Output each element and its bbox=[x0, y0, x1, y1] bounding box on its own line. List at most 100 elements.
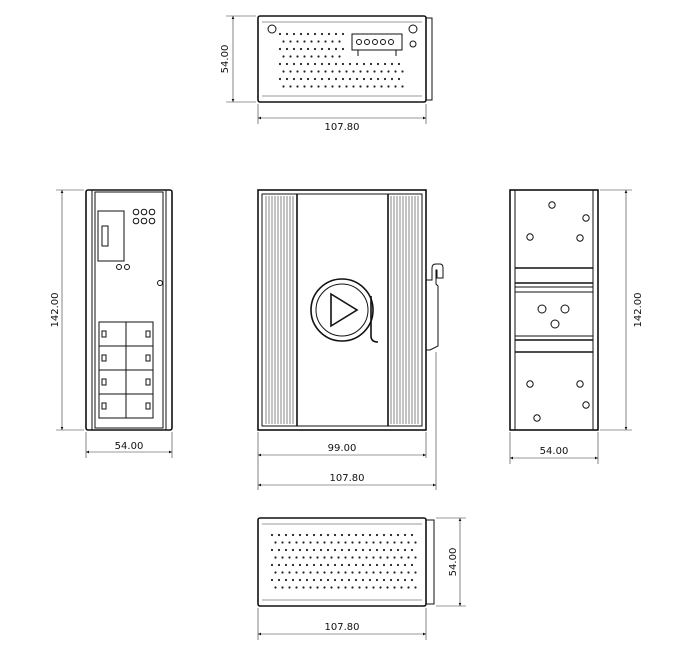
vent-hole bbox=[368, 563, 372, 567]
vent-hole bbox=[397, 77, 401, 81]
vent-hole bbox=[386, 556, 389, 559]
vent-hole bbox=[393, 571, 396, 574]
bottom-view-dimension-width: 107.80 bbox=[257, 608, 427, 640]
vent-hole bbox=[298, 548, 302, 552]
vent-hole bbox=[414, 541, 417, 544]
vent-hole bbox=[291, 563, 295, 567]
left-view: 142.00 54.00 bbox=[50, 189, 173, 458]
vent-hole bbox=[298, 563, 302, 567]
vent-hole bbox=[338, 40, 341, 43]
front-view-dimension-inner: 99.00 bbox=[257, 432, 427, 490]
vent-hole bbox=[351, 571, 354, 574]
vent-hole bbox=[365, 556, 368, 559]
vent-hole bbox=[375, 563, 379, 567]
vent-hole bbox=[312, 533, 316, 537]
vent-hole bbox=[313, 47, 317, 51]
brand-logo bbox=[310, 278, 379, 343]
vent-hole bbox=[333, 548, 337, 552]
vent-hole bbox=[292, 47, 296, 51]
vent-hole bbox=[348, 77, 352, 81]
vent-hole bbox=[389, 578, 393, 582]
vent-hole bbox=[400, 571, 403, 574]
vent-holes bbox=[270, 533, 417, 589]
din-rail bbox=[515, 267, 593, 353]
vent-hole bbox=[400, 541, 403, 544]
vent-hole bbox=[386, 586, 389, 589]
vent-hole bbox=[379, 541, 382, 544]
vent-hole bbox=[338, 55, 341, 58]
vent-hole bbox=[277, 548, 281, 552]
vent-hole bbox=[274, 586, 277, 589]
front-view: 99.00 107.80 bbox=[257, 189, 444, 490]
mounting-screws bbox=[526, 201, 590, 422]
vent-hole bbox=[316, 541, 319, 544]
vent-hole bbox=[313, 32, 317, 36]
left-view-height-label: 142.00 bbox=[50, 293, 61, 328]
vent-hole bbox=[317, 70, 320, 73]
vent-hole bbox=[302, 541, 305, 544]
vent-hole bbox=[366, 70, 369, 73]
vent-hole bbox=[373, 70, 376, 73]
vent-hole bbox=[302, 571, 305, 574]
vent-hole bbox=[410, 563, 414, 567]
vent-hole bbox=[281, 586, 284, 589]
din-rail-clip bbox=[426, 263, 444, 351]
vent-hole bbox=[351, 556, 354, 559]
vent-hole bbox=[309, 556, 312, 559]
vent-hole bbox=[333, 533, 337, 537]
vent-hole bbox=[281, 571, 284, 574]
vent-hole bbox=[330, 586, 333, 589]
vent-hole bbox=[291, 533, 295, 537]
vent-hole bbox=[334, 32, 338, 36]
vent-hole bbox=[303, 55, 306, 58]
vent-hole bbox=[361, 548, 365, 552]
vent-hole bbox=[278, 32, 282, 36]
vent-hole bbox=[319, 533, 323, 537]
vent-hole bbox=[282, 40, 285, 43]
top-view-width-label: 107.80 bbox=[325, 122, 360, 133]
vent-hole bbox=[319, 563, 323, 567]
vent-hole bbox=[355, 77, 359, 81]
vent-hole bbox=[295, 556, 298, 559]
vent-hole bbox=[372, 556, 375, 559]
vent-hole bbox=[351, 586, 354, 589]
vent-hole bbox=[309, 541, 312, 544]
left-view-dimension-width: 54.00 bbox=[85, 432, 173, 458]
vent-hole bbox=[347, 563, 351, 567]
vent-hole bbox=[337, 541, 340, 544]
vent-hole bbox=[326, 578, 330, 582]
vent-hole bbox=[309, 571, 312, 574]
front-view-overall-width-label: 107.80 bbox=[330, 473, 365, 484]
vent-hole bbox=[368, 533, 372, 537]
vent-hole bbox=[375, 533, 379, 537]
vent-hole bbox=[278, 62, 282, 66]
vent-hole bbox=[295, 541, 298, 544]
vent-hole bbox=[390, 62, 394, 66]
console-port bbox=[97, 210, 125, 262]
vent-hole bbox=[361, 563, 365, 567]
vent-hole bbox=[389, 533, 393, 537]
vent-hole bbox=[403, 563, 407, 567]
vent-hole bbox=[298, 533, 302, 537]
right-view-dimension-width: 54.00 bbox=[509, 432, 599, 464]
vent-hole bbox=[326, 533, 330, 537]
vent-hole bbox=[285, 62, 289, 66]
vent-hole bbox=[394, 70, 397, 73]
vent-hole bbox=[383, 62, 387, 66]
vent-hole bbox=[373, 85, 376, 88]
vent-hole bbox=[303, 40, 306, 43]
vent-hole bbox=[366, 85, 369, 88]
left-view-width-label: 54.00 bbox=[115, 441, 144, 452]
vent-hole bbox=[365, 586, 368, 589]
front-view-inner-width-label: 99.00 bbox=[328, 443, 357, 454]
vent-hole bbox=[375, 578, 379, 582]
vent-hole bbox=[403, 578, 407, 582]
vent-hole bbox=[344, 556, 347, 559]
vent-hole bbox=[382, 578, 386, 582]
vent-hole bbox=[331, 70, 334, 73]
vent-hole bbox=[326, 548, 330, 552]
vent-hole bbox=[414, 571, 417, 574]
ethernet-ports bbox=[98, 321, 154, 419]
vent-hole bbox=[347, 578, 351, 582]
vent-hole bbox=[330, 556, 333, 559]
